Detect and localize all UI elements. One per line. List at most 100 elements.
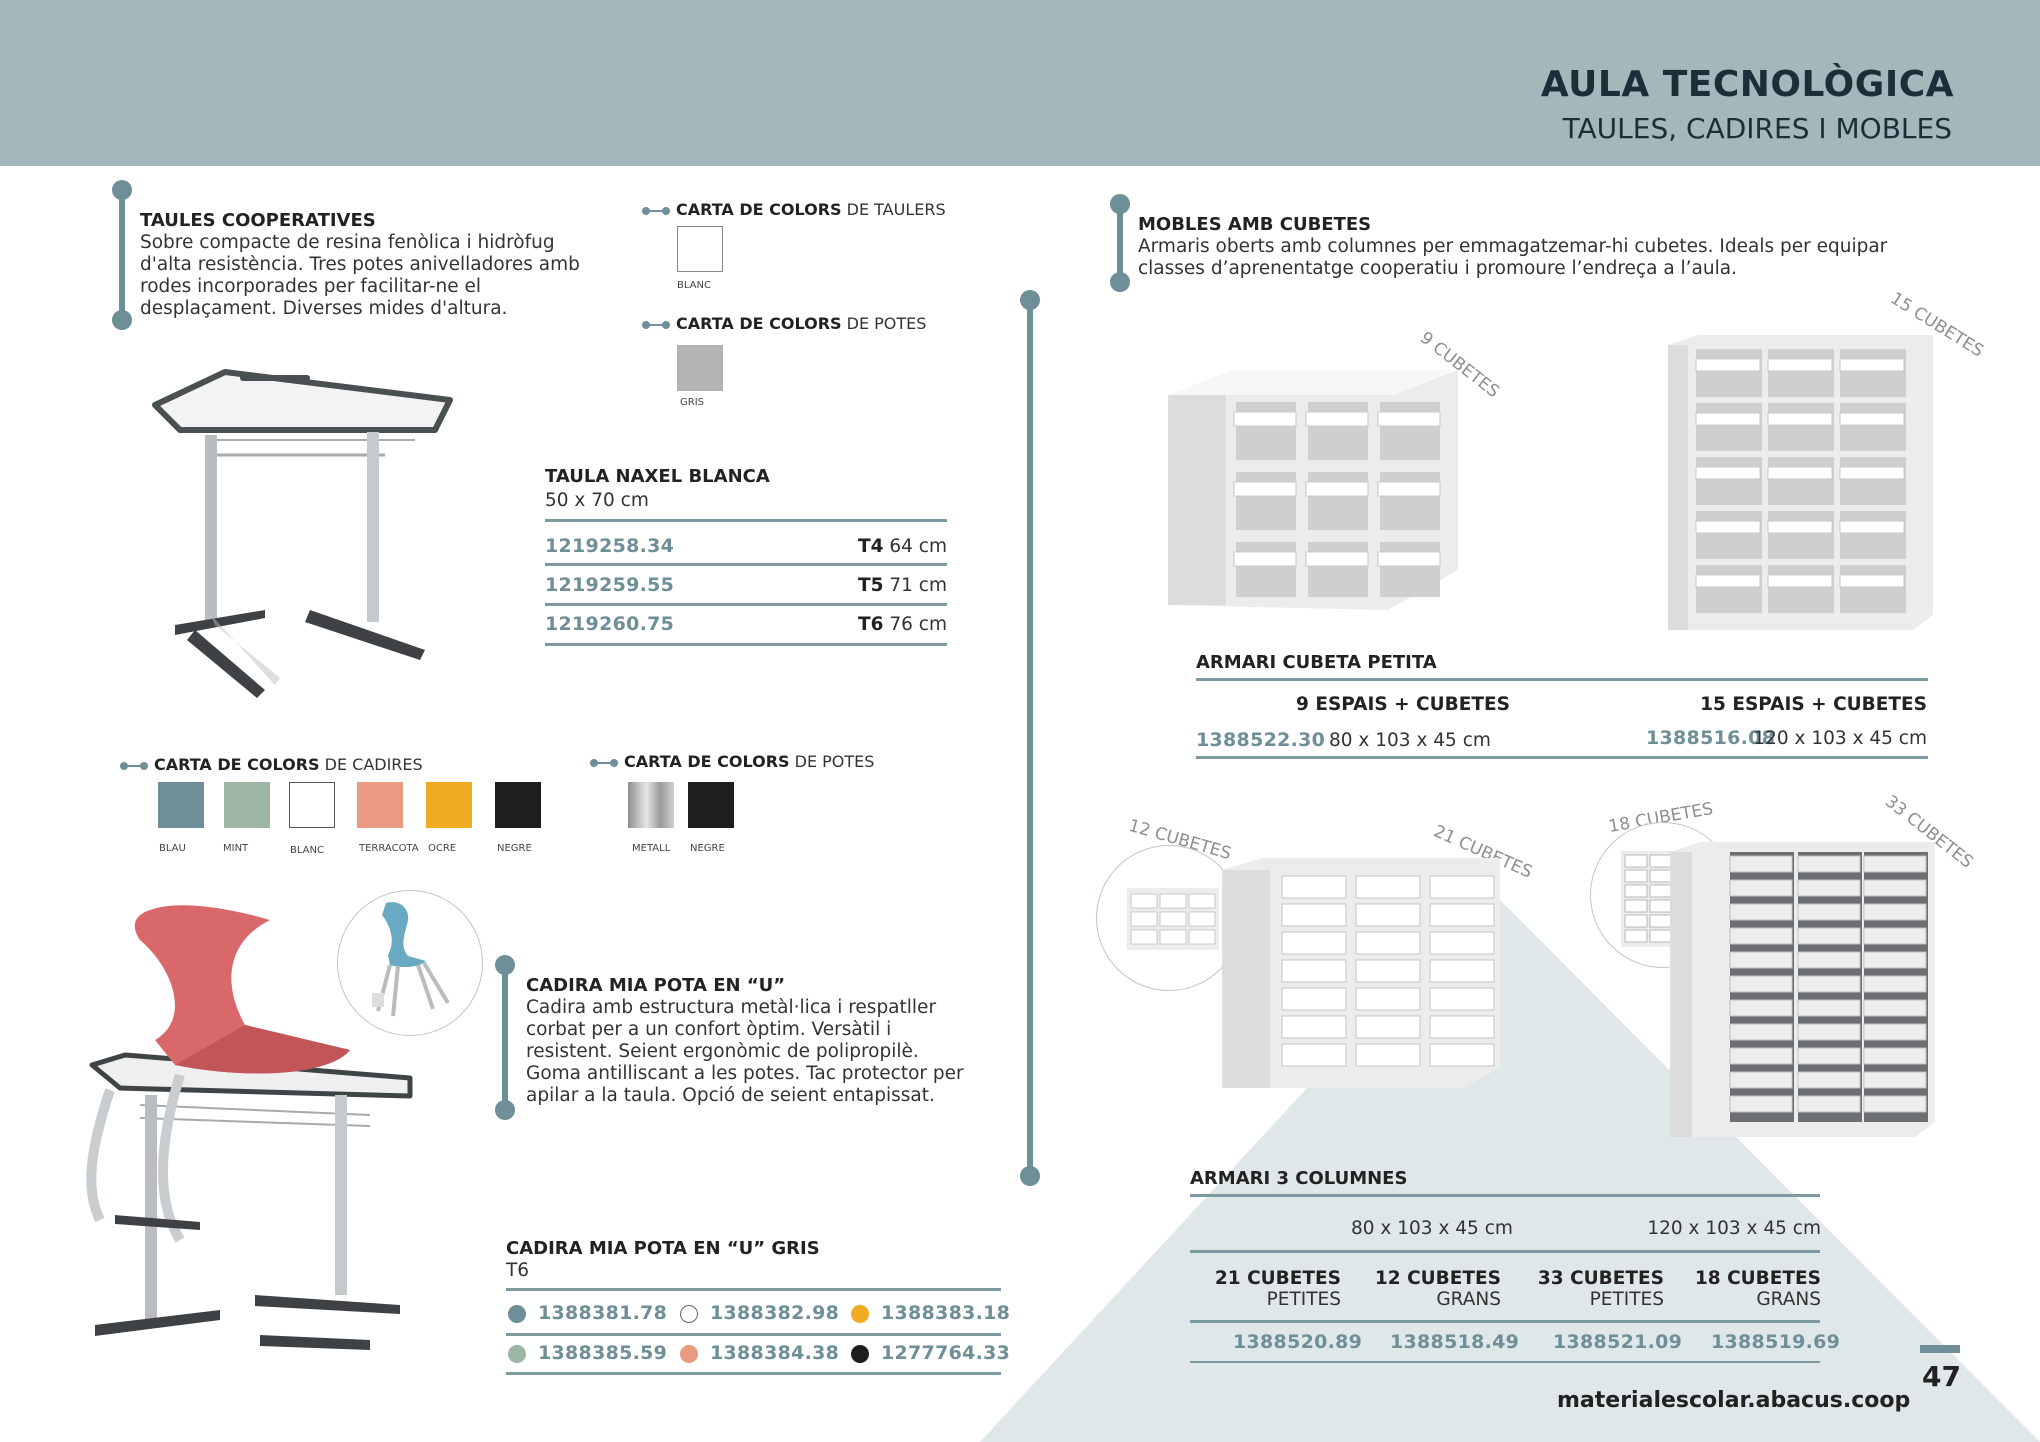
table-rule bbox=[506, 1288, 1001, 1291]
cabinet-21-image bbox=[1222, 858, 1500, 1088]
page-header bbox=[0, 0, 2040, 166]
section-dot bbox=[1110, 194, 1130, 214]
colors-taulers-label: CARTA DE COLORS DE TAULERS bbox=[642, 200, 946, 219]
table-rule bbox=[545, 603, 947, 606]
table-rule bbox=[1190, 1194, 1820, 1197]
taula-code: 1219258.34 bbox=[545, 535, 675, 557]
chair-on-desk-image bbox=[86, 905, 413, 1350]
taula-naxel-size: 50 x 70 cm bbox=[545, 490, 649, 511]
section-dot bbox=[112, 310, 132, 330]
swatch-label: BLANC bbox=[677, 280, 711, 291]
armari-3col-title: ARMARI 3 COLUMNES bbox=[1190, 1168, 1408, 1189]
table-rule bbox=[1196, 678, 1928, 681]
table-rule bbox=[545, 519, 947, 522]
color-dot bbox=[508, 1344, 526, 1363]
armari-petita-size: 120 x 103 x 45 cm bbox=[1753, 728, 1927, 749]
desk-image bbox=[152, 369, 453, 698]
mobles-title: MOBLES AMB CUBETES bbox=[1138, 214, 1372, 235]
armari-3col-code: 1388520.89 bbox=[1233, 1331, 1363, 1353]
taula-naxel-title: TAULA NAXEL BLANCA bbox=[545, 466, 770, 487]
section-dot bbox=[112, 180, 132, 200]
table-rule bbox=[1190, 1250, 1820, 1253]
cadira-code: 1388382.98 bbox=[680, 1302, 839, 1324]
page-title: AULA TECNOLÒGICA bbox=[1540, 64, 1954, 105]
section-dot bbox=[495, 955, 515, 975]
swatch-label: METALL bbox=[632, 843, 671, 854]
section-bar bbox=[119, 190, 125, 318]
chair-detail-circle bbox=[337, 890, 483, 1036]
swatch-negre bbox=[495, 782, 541, 828]
armari-petita-title: ARMARI CUBETA PETITA bbox=[1196, 652, 1437, 673]
legend-connector-icon bbox=[120, 761, 150, 771]
color-dot bbox=[851, 1344, 869, 1363]
cabinet-33-image bbox=[1670, 842, 1935, 1137]
armari-3col-code: 1388521.09 bbox=[1553, 1331, 1683, 1353]
color-dot bbox=[680, 1304, 698, 1323]
cabinet-12-circle bbox=[1096, 845, 1242, 991]
swatch-metall bbox=[628, 782, 674, 828]
armari-3col-size1: 80 x 103 x 45 cm bbox=[1351, 1218, 1513, 1239]
cadira-code: 1388383.18 bbox=[851, 1302, 1010, 1324]
swatch-mint bbox=[224, 782, 270, 828]
table-rule bbox=[506, 1333, 1001, 1336]
cadira-code: 1388385.59 bbox=[508, 1342, 667, 1364]
section-bar bbox=[502, 965, 508, 1110]
cadira-code: 1277764.33 bbox=[851, 1342, 1010, 1364]
section-bar bbox=[1117, 202, 1123, 280]
armari-petita-code: 1388522.30 bbox=[1196, 729, 1326, 751]
page-subtitle: TAULES, CADIRES I MOBLES bbox=[1562, 112, 1952, 145]
footer-url[interactable]: materialescolar.abacus.coop bbox=[1557, 1388, 1911, 1413]
swatch-label: NEGRE bbox=[690, 843, 725, 854]
taula-height: T4 64 cm bbox=[858, 536, 947, 557]
cabinet-15-image bbox=[1668, 335, 1933, 630]
color-dot bbox=[851, 1304, 869, 1323]
cabinet-9-image bbox=[1168, 370, 1458, 610]
swatch-blanc bbox=[677, 226, 723, 272]
table-rule bbox=[506, 1372, 1001, 1375]
colors-cadires-label: CARTA DE COLORS DE CADIRES bbox=[120, 755, 423, 774]
swatch-label: MINT bbox=[223, 843, 249, 854]
swatch-label: NEGRE bbox=[497, 843, 532, 854]
swatch-label: TERRACOTA bbox=[359, 843, 419, 854]
taula-height: T6 76 cm bbox=[858, 614, 947, 635]
blue-chair-image bbox=[372, 902, 450, 1017]
table-rule bbox=[1190, 1361, 1820, 1363]
swatch-negre bbox=[688, 782, 734, 828]
cadira-gris-title: CADIRA MIA POTA EN “U” GRIS bbox=[506, 1238, 820, 1259]
swatch-blau bbox=[158, 782, 204, 828]
mobles-description: Armaris oberts amb columnes per emmagatz… bbox=[1138, 236, 1888, 279]
swatch-terracota bbox=[357, 782, 403, 828]
taula-height: T5 71 cm bbox=[858, 575, 947, 596]
legend-connector-icon bbox=[590, 758, 620, 768]
center-divider bbox=[1027, 300, 1033, 1176]
colors-potes-taula-label: CARTA DE COLORS DE POTES bbox=[642, 314, 926, 333]
swatch-label: GRIS bbox=[680, 397, 704, 408]
table-rule bbox=[1190, 1320, 1820, 1323]
page-number-bar bbox=[1920, 1345, 1960, 1353]
cadira-description: Cadira amb estructura metàl·lica i respa… bbox=[526, 997, 964, 1106]
armari-petita-col1-label: 9 ESPAIS + CUBETES bbox=[1296, 694, 1510, 715]
section-dot bbox=[1020, 290, 1040, 310]
page-number: 47 bbox=[1922, 1360, 1961, 1393]
table-rule bbox=[1196, 756, 1928, 759]
section-dot bbox=[1020, 1166, 1040, 1186]
taula-code: 1219259.55 bbox=[545, 574, 675, 596]
section-dot bbox=[495, 1100, 515, 1120]
section-dot bbox=[1110, 272, 1130, 292]
swatch-label: BLANC bbox=[290, 845, 324, 856]
armari-petita-col2-label: 15 ESPAIS + CUBETES bbox=[1700, 694, 1927, 715]
cadira-code: 1388384.38 bbox=[680, 1342, 839, 1364]
cadira-code: 1388381.78 bbox=[508, 1302, 667, 1324]
swatch-ocre bbox=[426, 782, 472, 828]
taules-description: Sobre compacte de resina fenòlica i hidr… bbox=[140, 232, 580, 319]
cabinet-12-image bbox=[1127, 888, 1219, 950]
color-dot bbox=[680, 1344, 698, 1363]
cadira-gris-size: T6 bbox=[506, 1260, 530, 1281]
color-dot bbox=[508, 1304, 526, 1323]
cadira-title: CADIRA MIA POTA EN “U” bbox=[526, 975, 786, 996]
table-rule bbox=[545, 563, 947, 566]
